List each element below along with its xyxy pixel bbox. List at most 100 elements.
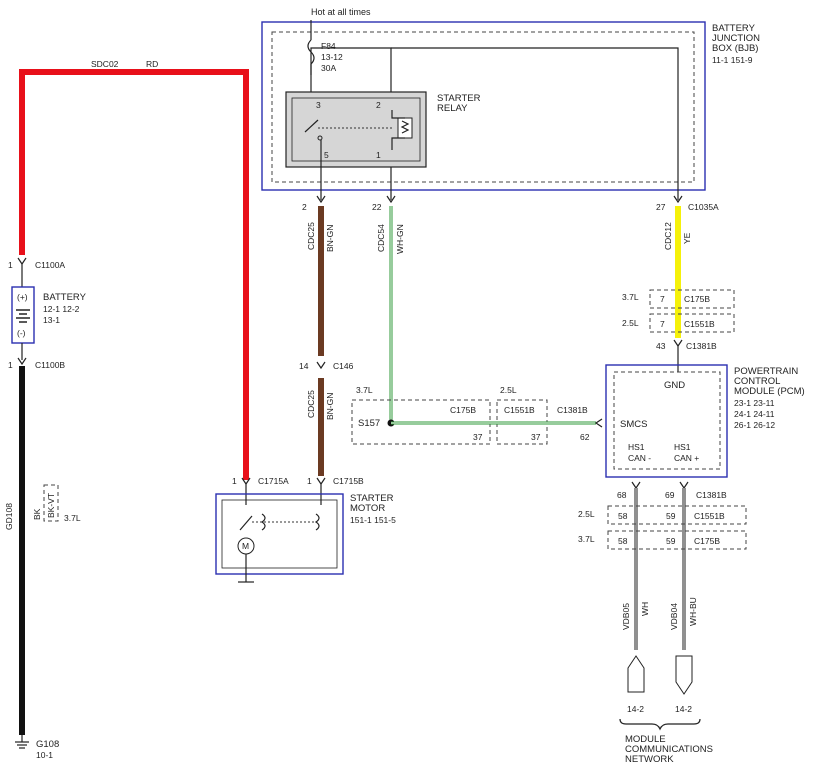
wire-cdc12-label: CDC12 bbox=[663, 222, 673, 250]
starter-motor-inner bbox=[221, 499, 338, 569]
motor-title-1: STARTER bbox=[350, 493, 394, 504]
mid-c1551b: C1551B bbox=[504, 405, 535, 415]
top-25l-pin: 7 bbox=[660, 319, 665, 329]
wire-sdc02-red[interactable] bbox=[19, 69, 249, 480]
relay-title-2: RELAY bbox=[437, 103, 468, 114]
pcm-title-1: POWERTRAIN bbox=[734, 366, 798, 377]
mid-c1551b-pin: 37 bbox=[531, 432, 541, 442]
pcm-ref-1: 23-1 23-11 bbox=[734, 398, 775, 408]
wire-bngn-upper-label: BN-GN bbox=[325, 225, 335, 252]
c1035a-arrow bbox=[673, 195, 683, 204]
c1715b-label: C1715B bbox=[333, 476, 364, 486]
c1715b-arrow bbox=[316, 477, 326, 486]
wire-whbu-label: WH-BU bbox=[688, 597, 698, 626]
c1100b-pin: 1 bbox=[8, 360, 13, 370]
battery-ref1: 12-1 12-2 bbox=[43, 304, 80, 314]
bjb-pin22-arrow bbox=[386, 195, 396, 204]
c146-label: C146 bbox=[333, 361, 354, 371]
bjb-internal-27 bbox=[391, 47, 679, 200]
relay-coil-bottom bbox=[391, 137, 405, 150]
battery-box[interactable] bbox=[11, 286, 35, 344]
motor-solenoid-switch bbox=[239, 515, 253, 531]
bjb-ref: 11-1 151-9 bbox=[712, 55, 753, 65]
top-25l: 2.5L bbox=[622, 318, 639, 328]
network-title-1: MODULE bbox=[625, 734, 666, 745]
battery-minus: (-) bbox=[17, 328, 26, 338]
relay-coil-winding bbox=[400, 120, 410, 134]
c1381b-bottom-label: C1381B bbox=[696, 490, 727, 500]
c1381b-right-pin: 62 bbox=[580, 432, 590, 442]
bot-37l-name: C175B bbox=[694, 536, 720, 546]
pcm-gnd: GND bbox=[664, 380, 685, 391]
c146-arrow bbox=[316, 361, 326, 370]
ground-name: G108 bbox=[36, 739, 59, 750]
wire-cdc54-label: CDC54 bbox=[376, 224, 386, 252]
c1381b-right-arrow bbox=[594, 418, 603, 428]
relay-contact bbox=[317, 135, 323, 141]
network-arrow-1 bbox=[627, 655, 645, 693]
c1715a-label: C1715A bbox=[258, 476, 289, 486]
c1381b-pin68-arrow bbox=[631, 481, 641, 490]
c1715b-pin: 1 bbox=[307, 476, 312, 486]
network-ref1: 14-2 bbox=[627, 704, 644, 714]
wire-bkvt-note: 3.7L bbox=[64, 513, 81, 523]
c1381b-top-label: C1381B bbox=[686, 341, 717, 351]
top-37l-name: C175B bbox=[684, 294, 710, 304]
network-arrow-2 bbox=[675, 655, 693, 695]
network-title-3: NETWORK bbox=[625, 754, 674, 765]
fuse-ref: 13-12 bbox=[321, 52, 343, 62]
ground-ref: 10-1 bbox=[36, 750, 53, 760]
bot-c1551b-box bbox=[607, 505, 747, 525]
bjb-title-1: BATTERY bbox=[712, 23, 756, 34]
top-37l-pin: 7 bbox=[660, 294, 665, 304]
relay-coil-top bbox=[391, 110, 405, 119]
pcm-title-3: MODULE (PCM) bbox=[734, 386, 805, 397]
bot-25l-pin1: 58 bbox=[618, 511, 628, 521]
wire-sdc02-label: SDC02 bbox=[91, 59, 119, 69]
mid-25l: 2.5L bbox=[500, 385, 517, 395]
battery-plus: (+) bbox=[17, 292, 28, 302]
c1100a-label: C1100A bbox=[35, 260, 65, 270]
pcm-box[interactable] bbox=[605, 364, 728, 478]
c1100a-arrow bbox=[17, 257, 27, 266]
c1035a-label: C1035A bbox=[688, 202, 719, 212]
top-25l-name: C1551B bbox=[684, 319, 715, 329]
relay-title-1: STARTER bbox=[437, 93, 481, 104]
starter-motor-box[interactable] bbox=[215, 493, 344, 575]
bot-25l-name: C1551B bbox=[694, 511, 725, 521]
c1381b-pin69: 69 bbox=[665, 490, 675, 500]
relay-inner bbox=[291, 97, 421, 162]
c1381b-top-arrow bbox=[673, 339, 683, 348]
bot-c175b-box bbox=[607, 530, 747, 550]
hot-note: Hot at all times bbox=[311, 7, 371, 17]
fuse-rating: 30A bbox=[321, 63, 336, 73]
bjb-box[interactable] bbox=[261, 21, 706, 191]
pcm-hs1-plus-1: HS1 bbox=[674, 442, 691, 452]
network-ref2: 14-2 bbox=[675, 704, 692, 714]
bot-37l-pin2: 59 bbox=[666, 536, 676, 546]
wire-gd108-label: GD108 bbox=[4, 503, 14, 530]
bjb-inner-dashed bbox=[271, 31, 695, 183]
wire-ye-label: YE bbox=[682, 232, 692, 244]
bjb-pin-2: 2 bbox=[302, 202, 307, 212]
bot-25l: 2.5L bbox=[578, 509, 595, 519]
bot-37l: 3.7L bbox=[578, 534, 595, 544]
wire-cdc25-upper-label: CDC25 bbox=[306, 222, 316, 250]
bjb-title-2: JUNCTION bbox=[712, 33, 760, 44]
wire-whgn-label: WH-GN bbox=[395, 224, 405, 254]
pcm-title-2: CONTROL bbox=[734, 376, 780, 387]
wire-vdb05-label: VDB05 bbox=[621, 603, 631, 630]
c1381b-pin68: 68 bbox=[617, 490, 627, 500]
c1381b-pin69-arrow bbox=[679, 481, 689, 490]
motor-symbol-letter: M bbox=[242, 541, 249, 551]
bkvt-option-box bbox=[43, 484, 59, 522]
wire-bk-label: BK bbox=[32, 508, 42, 520]
motor-coil-1 bbox=[260, 513, 266, 531]
top-c175b-box bbox=[649, 289, 735, 309]
bjb-title-3: BOX (BJB) bbox=[712, 43, 758, 54]
wire-wh-label: WH bbox=[640, 602, 650, 616]
top-37l: 3.7L bbox=[622, 292, 639, 302]
c1381b-top-pin: 43 bbox=[656, 341, 666, 351]
motor-ref: 151-1 151-5 bbox=[350, 515, 396, 525]
